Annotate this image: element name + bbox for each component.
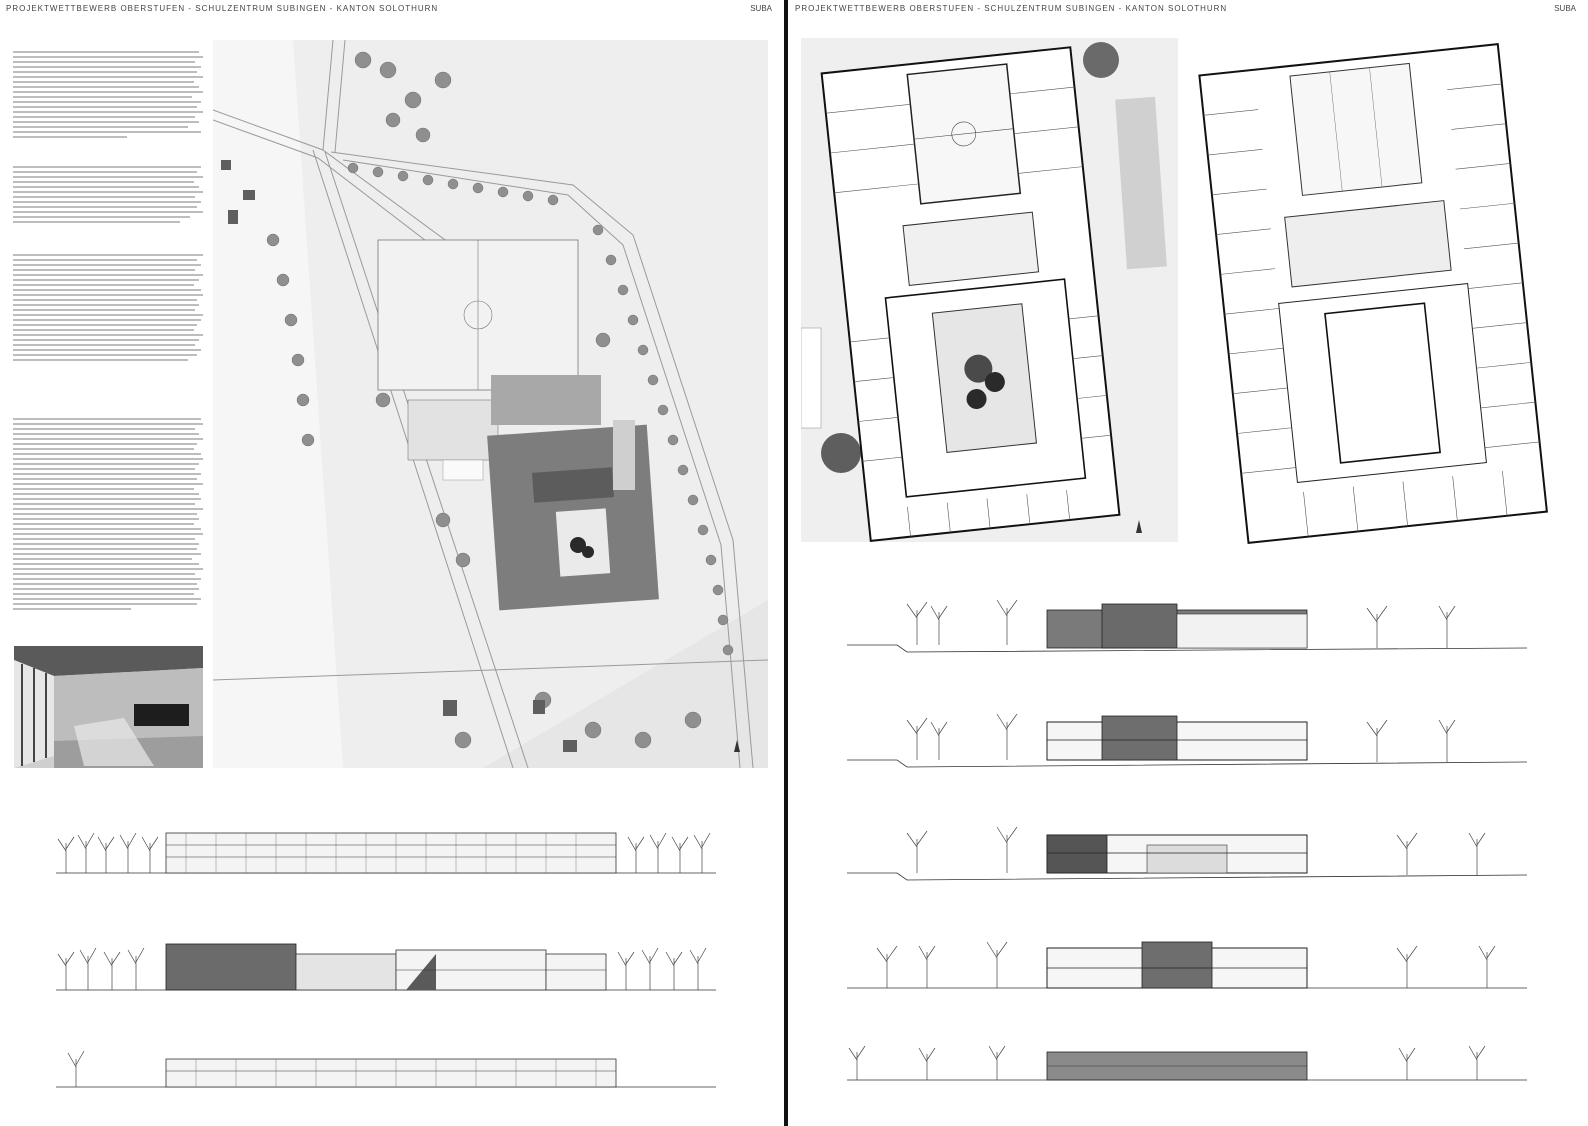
section-heading-1	[13, 40, 203, 47]
site-plan	[213, 40, 768, 768]
elevation-west	[847, 1045, 1527, 1081]
section-heading-4	[13, 407, 203, 414]
section-cross-b	[847, 826, 1527, 881]
paragraph-lines	[13, 254, 203, 361]
section-cross-c	[847, 941, 1527, 989]
text-section-1	[13, 40, 203, 141]
text-section-4	[13, 407, 203, 613]
paragraph-lines	[13, 166, 203, 223]
ground-floor-plan	[801, 38, 1178, 542]
left-sheet-title: PROJEKTWETTBEWERB OBERSTUFEN - SCHULZENT…	[6, 4, 439, 13]
text-section-3	[13, 243, 203, 364]
right-sheet-title: PROJEKTWETTBEWERB OBERSTUFEN - SCHULZENT…	[795, 4, 1228, 13]
upper-floor-plan	[1198, 43, 1548, 545]
left-sheet-code: SUBA	[750, 4, 772, 13]
section-longitudinal	[56, 943, 716, 991]
elevation-north	[56, 1050, 716, 1088]
elevation-east	[847, 599, 1527, 653]
section-cross-a	[847, 713, 1527, 768]
right-sheet-code: SUBA	[1554, 4, 1576, 13]
left-sheet: PROJEKTWETTBEWERB OBERSTUFEN - SCHULZENT…	[0, 0, 784, 1126]
sheet-divider	[784, 0, 788, 1126]
interior-rendering	[14, 646, 203, 768]
section-heading-3	[13, 243, 203, 250]
right-sheet: PROJEKTWETTBEWERB OBERSTUFEN - SCHULZENT…	[789, 0, 1588, 1126]
text-section-2	[13, 155, 203, 226]
elevation-south	[56, 832, 716, 874]
paragraph-lines	[13, 418, 203, 610]
section-heading-2	[13, 155, 203, 162]
paragraph-lines	[13, 51, 203, 138]
